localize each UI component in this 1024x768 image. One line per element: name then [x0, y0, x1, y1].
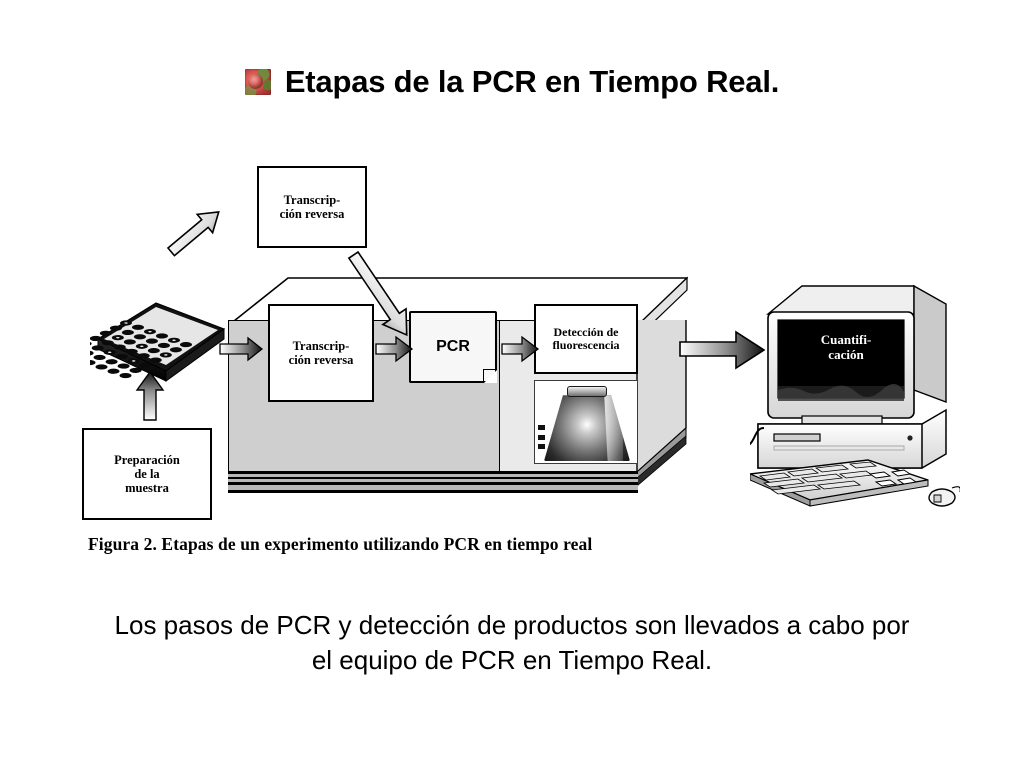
instrument-base	[228, 472, 638, 494]
slide-title-row: Etapas de la PCR en Tiempo Real.	[0, 64, 1024, 100]
page-title: Etapas de la PCR en Tiempo Real.	[284, 64, 780, 99]
node-sample-preparation: Preparación de la muestra	[82, 428, 212, 520]
fluorescence-detector-icon	[534, 380, 638, 464]
desktop-computer-icon	[725, 278, 961, 508]
monitor-screen-label: Cuantifi- cación	[798, 332, 894, 363]
node-label: PCR	[436, 338, 470, 356]
node-label-line1: Transcrip-	[283, 193, 341, 207]
pcr-workflow-figure: Transcrip- ción reversa	[59, 148, 961, 568]
monitor-label-line1: Cuantifi-	[820, 332, 872, 347]
node-pcr: PCR	[409, 311, 497, 383]
node-label-line3: muestra	[125, 481, 169, 495]
detector-indicator-leds	[538, 425, 545, 449]
detector-prism	[544, 395, 630, 461]
node-label-line2: fluorescencia	[552, 338, 620, 352]
page-fold-corner-icon	[484, 370, 497, 383]
node-reverse-transcription: Transcrip- ción reversa	[268, 304, 374, 402]
node-label-line1: Preparación	[114, 453, 180, 467]
node-fluorescence-detection: Detección de fluorescencia	[534, 304, 638, 374]
node-label-line1: Transcrip-	[292, 339, 350, 353]
node-label-line2: ción reversa	[279, 207, 345, 221]
detector-lamp-cap	[567, 386, 607, 397]
node-label-line2: ción reversa	[288, 353, 354, 367]
arrow-plate-to-rt-top	[166, 211, 220, 257]
body-paragraph: Los pasos de PCR y detección de producto…	[114, 610, 910, 675]
node-label-line2: de la	[134, 467, 160, 481]
monitor-label-line2: cación	[828, 346, 864, 362]
realtime-pcr-instrument: Transcrip- ción reversa PCR Detección de…	[228, 276, 688, 506]
figure-caption: Figura 2. Etapas de un experimento utili…	[88, 534, 593, 554]
node-reverse-transcription-callout: Transcrip- ción reversa	[257, 166, 367, 248]
microplate-icon	[59, 293, 230, 393]
instrument-side-wall	[636, 320, 687, 487]
rose-image-bullet-icon	[244, 69, 271, 95]
node-label-line1: Detección de	[553, 324, 619, 339]
